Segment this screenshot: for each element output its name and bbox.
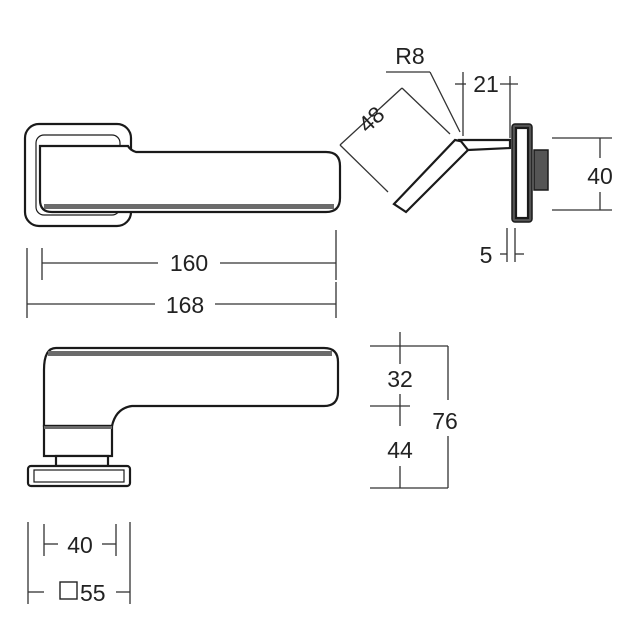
rose-side-face — [514, 126, 530, 220]
lever-top — [38, 144, 342, 214]
square-icon — [59, 581, 78, 600]
dim-label-40-right: 40 — [587, 163, 613, 189]
lever-front-edge — [48, 351, 332, 356]
dim-label-44: 44 — [387, 437, 413, 463]
dim-label-32: 32 — [387, 366, 413, 392]
side-view — [392, 123, 549, 223]
rose-base-front — [26, 464, 132, 488]
dim-label-168: 168 — [166, 292, 204, 318]
dim-label-5: 5 — [480, 242, 493, 268]
dim-label-48: 48 — [353, 101, 389, 137]
dimension-168: 168 — [26, 248, 337, 318]
dimension-40-right: 40 — [552, 137, 613, 211]
dimension-55: 55 — [27, 522, 131, 606]
lever-neck — [457, 138, 512, 152]
lever-front — [42, 346, 340, 428]
rose-base-inner — [33, 469, 125, 483]
dimension-21: 21 — [455, 71, 518, 138]
dim-label-160: 160 — [170, 250, 208, 276]
dim-label-r8: R8 — [395, 43, 424, 69]
dim-label-55: 55 — [80, 580, 106, 606]
neck-front — [42, 424, 114, 458]
dimension-160: 160 — [41, 230, 337, 280]
dim-label-40-bottom: 40 — [67, 532, 93, 558]
dimension-vertical-group: 32 44 76 — [370, 332, 458, 489]
neck-band — [44, 426, 112, 429]
dimension-r8: R8 — [386, 43, 461, 133]
dim-label-21: 21 — [473, 71, 499, 97]
spindle — [533, 149, 549, 191]
lever-edge-shade — [44, 204, 334, 209]
front-view-handle — [26, 346, 340, 488]
top-view-handle — [23, 122, 342, 228]
dim-label-76: 76 — [432, 408, 458, 434]
rose-collar — [54, 454, 110, 468]
dimension-40-bottom: 40 — [43, 524, 117, 558]
angled-lever — [392, 138, 470, 214]
dimension-5: 5 — [480, 228, 524, 268]
